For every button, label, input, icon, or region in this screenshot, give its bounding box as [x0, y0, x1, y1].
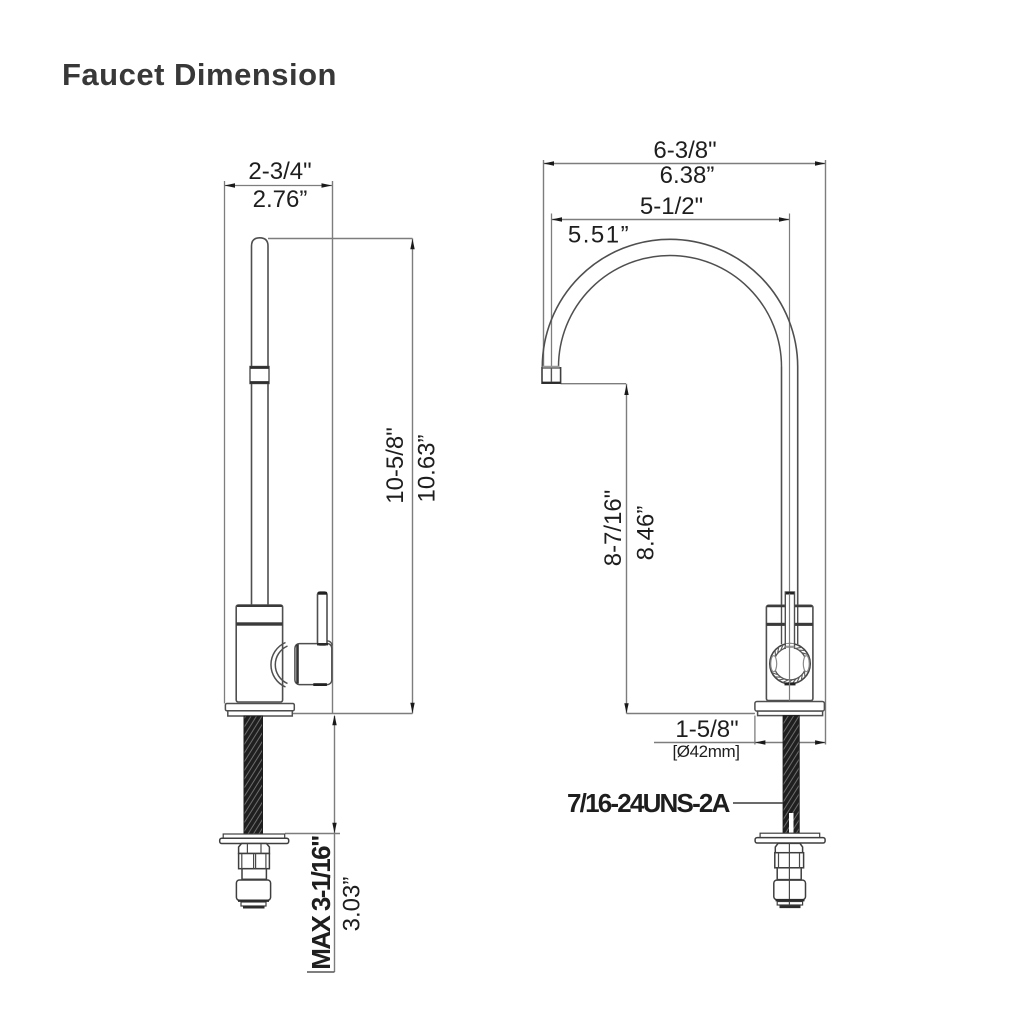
- svg-text:2.76”: 2.76”: [253, 186, 308, 213]
- svg-text:10.63”: 10.63”: [414, 434, 441, 502]
- svg-text:2-3/4": 2-3/4": [248, 158, 311, 185]
- svg-text:Faucet Dimension: Faucet Dimension: [62, 57, 337, 92]
- svg-text:3.03”: 3.03”: [339, 877, 366, 932]
- svg-text:7/16-24UNS-2A: 7/16-24UNS-2A: [567, 788, 731, 818]
- svg-text:6-3/8": 6-3/8": [653, 137, 716, 164]
- svg-text:10-5/8": 10-5/8": [382, 427, 409, 504]
- svg-text:8.46”: 8.46”: [633, 506, 660, 561]
- svg-text:MAX 3-1/16": MAX 3-1/16": [306, 836, 336, 970]
- svg-text:[Ø42mm]: [Ø42mm]: [672, 742, 739, 761]
- svg-text:5.51”: 5.51”: [568, 222, 630, 249]
- svg-text:6.38”: 6.38”: [660, 162, 715, 189]
- svg-text:8-7/16": 8-7/16": [600, 490, 627, 567]
- svg-text:5-1/2": 5-1/2": [640, 193, 703, 220]
- svg-text:1-5/8": 1-5/8": [675, 716, 738, 743]
